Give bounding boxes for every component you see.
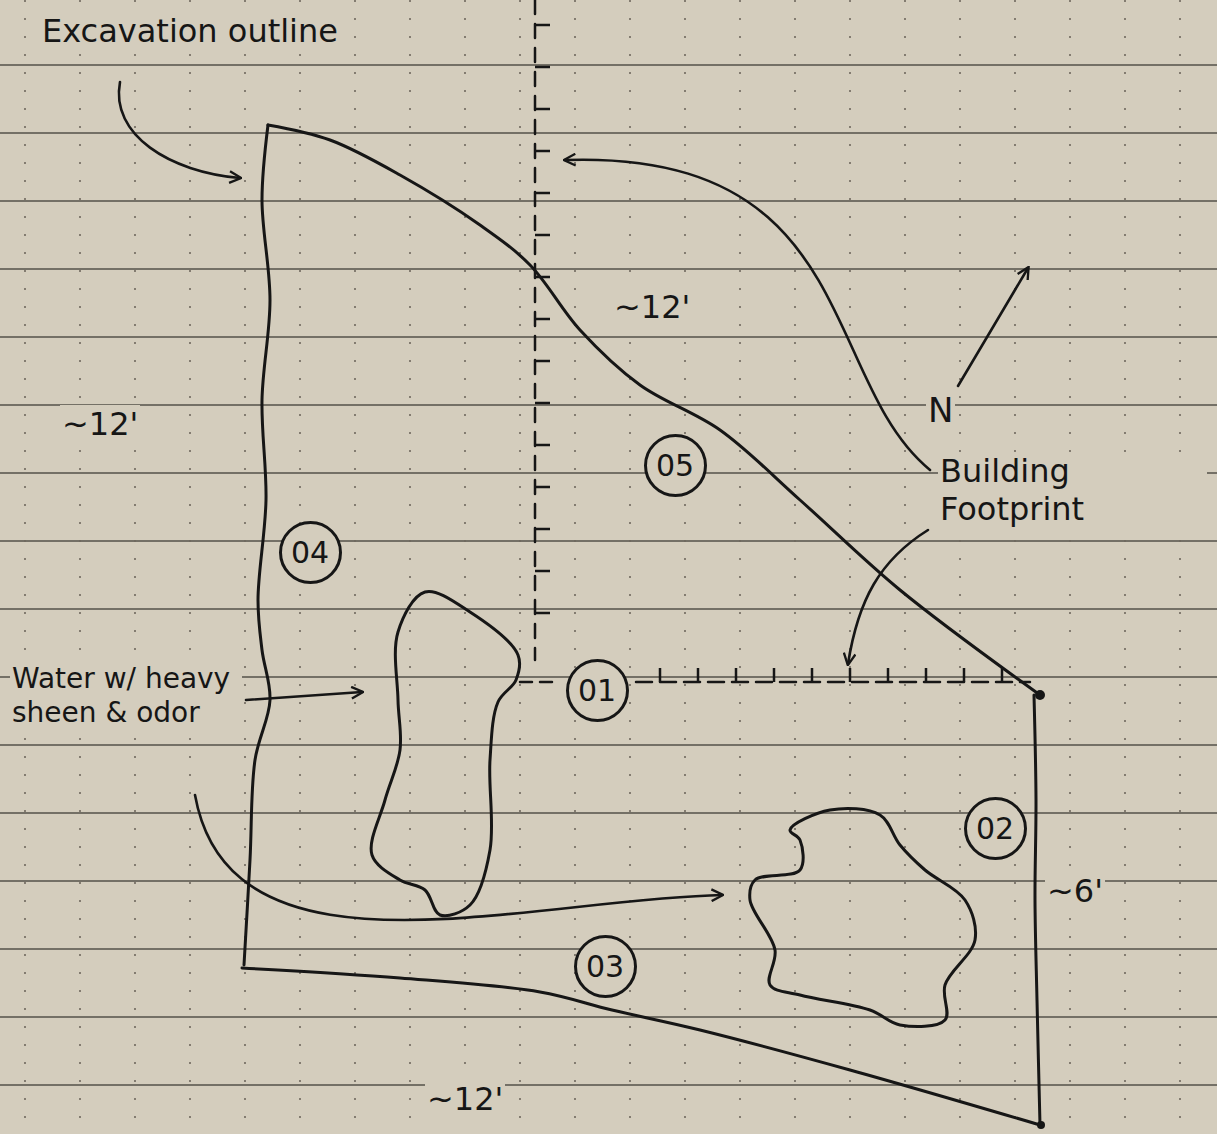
footprint-tick (535, 612, 550, 615)
ruled-line (0, 404, 1217, 406)
dot-grid (79, 0, 81, 1134)
sample-number: 02 (976, 812, 1014, 845)
footprint-tick (697, 668, 700, 682)
ruled-line (0, 1084, 1217, 1086)
dot-grid (189, 0, 191, 1134)
footprint-tick (735, 668, 738, 682)
footprint-line (636, 681, 1030, 684)
dot-grid (519, 0, 521, 1134)
ruled-line (0, 608, 1217, 610)
leader-arrow (119, 82, 240, 178)
leader-arrow (246, 692, 362, 700)
leader-arrow (565, 160, 930, 470)
corner-dot (1035, 690, 1045, 700)
excavation-outline (244, 125, 270, 965)
callout-label: Excavation outline (40, 12, 340, 50)
footprint-tick (535, 318, 550, 321)
dot-grid (354, 0, 356, 1134)
excavation-outline (1034, 695, 1040, 1125)
ruled-line (0, 812, 1217, 814)
footprint-tick (535, 108, 550, 111)
sample-circle: 03 (574, 935, 637, 998)
leader-arrow (195, 795, 722, 920)
dot-grid (134, 0, 136, 1134)
ruled-line (0, 132, 1217, 134)
footprint-tick (535, 486, 550, 489)
footprint-tick (535, 444, 550, 447)
sample-circle: 04 (279, 521, 342, 584)
footprint-tick (535, 570, 550, 573)
ruled-line (0, 1016, 1217, 1018)
dimension-label: ~12' (612, 288, 692, 326)
footprint-tick (925, 668, 928, 682)
footprint-tick (773, 668, 776, 682)
sample-number: 04 (291, 536, 329, 569)
ruled-line (0, 540, 1217, 542)
footprint-tick (1001, 668, 1004, 682)
footprint-tick (535, 528, 550, 531)
dot-grid (464, 0, 466, 1134)
excavation-outline (268, 125, 1040, 695)
sample-circle: 05 (644, 434, 707, 497)
footprint-tick (535, 192, 550, 195)
footprint-line (520, 681, 560, 684)
footprint-tick (963, 668, 966, 682)
dot-grid (24, 0, 26, 1134)
sample-circle: 02 (964, 797, 1027, 860)
water-area (750, 808, 976, 1026)
dot-grid (1014, 0, 1016, 1134)
footprint-tick (849, 668, 852, 682)
sample-number: 05 (656, 449, 694, 482)
footprint-tick (811, 668, 814, 682)
dimension-label: ~12' (425, 1080, 505, 1118)
north-arrow (958, 268, 1028, 386)
footprint-tick (659, 668, 662, 682)
dot-grid (684, 0, 686, 1134)
footprint-tick (535, 150, 550, 153)
corner-dot (1037, 1121, 1045, 1129)
ruled-line (0, 64, 1217, 66)
leader-arrow (848, 530, 928, 664)
footprint-tick (535, 360, 550, 363)
dot-grid (794, 0, 796, 1134)
sample-number: 01 (578, 674, 616, 707)
footprint-tick (535, 24, 550, 27)
ruled-line (0, 336, 1217, 338)
excavation-outline (242, 968, 1040, 1125)
north-label: N (926, 390, 955, 431)
footprint-tick (535, 276, 550, 279)
dot-grid (849, 0, 851, 1134)
ruled-line (0, 268, 1217, 270)
note-label: Water w/ heavy sheen & odor (10, 662, 242, 729)
footprint-tick (535, 66, 550, 69)
sample-number: 03 (586, 950, 624, 983)
dot-grid (409, 0, 411, 1134)
sample-circle: 01 (566, 659, 629, 722)
dot-grid (1179, 0, 1181, 1134)
footprint-tick (887, 668, 890, 682)
water-area (371, 591, 520, 915)
callout-label: Building Footprint (938, 452, 1207, 529)
dot-grid (1069, 0, 1071, 1134)
dot-grid (1124, 0, 1126, 1134)
dimension-label: ~12' (60, 405, 140, 443)
dot-grid (739, 0, 741, 1134)
ruled-line (0, 200, 1217, 202)
footprint-line (534, 0, 537, 660)
dot-grid (904, 0, 906, 1134)
footprint-tick (535, 234, 550, 237)
footprint-tick (535, 402, 550, 405)
dimension-label: ~6' (1045, 872, 1105, 910)
